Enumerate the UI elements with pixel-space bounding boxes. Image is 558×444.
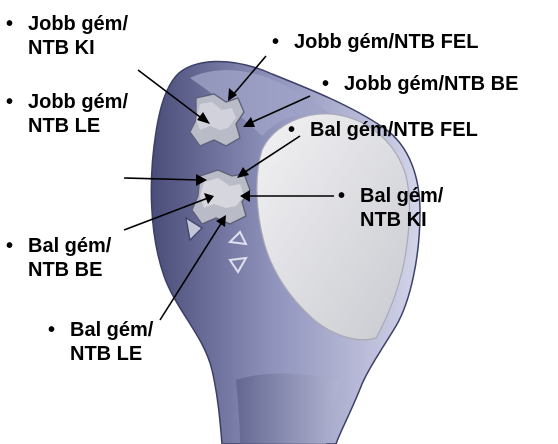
callout-right-boom-in-line1: Jobb gém/NTB BE (344, 73, 518, 95)
callout-left-boom-out-line2: NTB KI (360, 209, 427, 231)
callout-right-boom-down-line2: NTB LE (28, 115, 100, 137)
callout-left-boom-in-line2: NTB BE (28, 259, 102, 281)
callout-right-boom-down: •Jobb gém/ NTB LE (6, 90, 128, 138)
callout-right-boom-in: •Jobb gém/NTB BE (322, 72, 518, 96)
bullet-icon: • (6, 12, 28, 36)
callout-left-boom-out-line1: Bal gém/ (360, 185, 443, 207)
bullet-icon: • (6, 90, 28, 114)
callout-right-boom-up: •Jobb gém/NTB FEL (272, 30, 478, 54)
callout-right-boom-out-line1: Jobb gém/ (28, 13, 128, 35)
bullet-icon: • (272, 30, 294, 54)
callout-right-boom-out-line2: NTB KI (28, 37, 95, 59)
joystick-stem (236, 374, 340, 444)
bullet-icon: • (322, 72, 344, 96)
callout-right-boom-up-line1: Jobb gém/NTB FEL (294, 31, 478, 53)
callout-left-boom-down-line2: NTB LE (70, 343, 142, 365)
bullet-icon: • (288, 118, 310, 142)
callout-left-boom-up-line1: Bal gém/NTB FEL (310, 119, 478, 141)
callout-right-boom-out: •Jobb gém/ NTB KI (6, 12, 128, 60)
callout-left-boom-down: •Bal gém/ NTB LE (48, 318, 153, 366)
callout-right-boom-down-line1: Jobb gém/ (28, 91, 128, 113)
callout-left-boom-up: •Bal gém/NTB FEL (288, 118, 478, 142)
callout-left-boom-in: •Bal gém/ NTB BE (6, 234, 111, 282)
bullet-icon: • (48, 318, 70, 342)
callout-left-boom-in-line1: Bal gém/ (28, 235, 111, 257)
bullet-icon: • (6, 234, 28, 258)
callout-left-boom-down-line1: Bal gém/ (70, 319, 153, 341)
callout-left-boom-out: •Bal gém/ NTB KI (338, 184, 443, 232)
bullet-icon: • (338, 184, 360, 208)
